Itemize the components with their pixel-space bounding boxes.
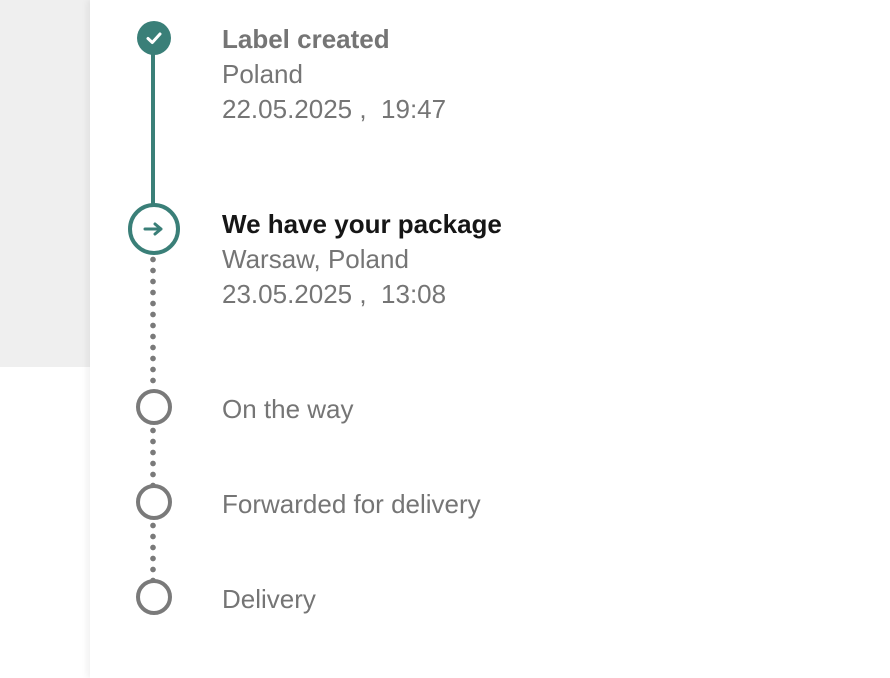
step-title: Delivery [222,584,316,614]
tracking-step-label-created: Label created Poland 22.05.2025 , 19:47 [222,22,446,127]
tracking-step-delivery: Delivery [222,582,316,617]
timeline-connector-pending [150,520,156,580]
step-location: Warsaw, Poland [222,244,409,274]
timeline-connector-completed [151,52,155,204]
step-title: We have your package [222,209,502,239]
tracking-card [90,0,890,678]
step-completed-marker [137,21,171,55]
empty-circle-icon [136,389,172,425]
empty-circle-icon [136,579,172,615]
empty-circle-icon [136,484,172,520]
tracking-step-forwarded-for-delivery: Forwarded for delivery [222,487,481,522]
step-current-marker [128,203,180,255]
step-title: Label created [222,24,390,54]
tracking-step-package-received: We have your package Warsaw, Poland 23.0… [222,207,502,312]
timeline-connector-pending [150,425,156,485]
step-datetime: 23.05.2025 , 13:08 [222,279,447,309]
step-title: On the way [222,394,354,424]
step-title: Forwarded for delivery [222,489,481,519]
check-icon [146,32,162,44]
left-background-panel [0,0,90,367]
arrow-right-icon [143,222,163,236]
step-datetime: 22.05.2025 , 19:47 [222,94,447,124]
step-location: Poland [222,59,303,89]
tracking-step-on-the-way: On the way [222,392,354,427]
timeline-connector-pending [150,254,156,388]
